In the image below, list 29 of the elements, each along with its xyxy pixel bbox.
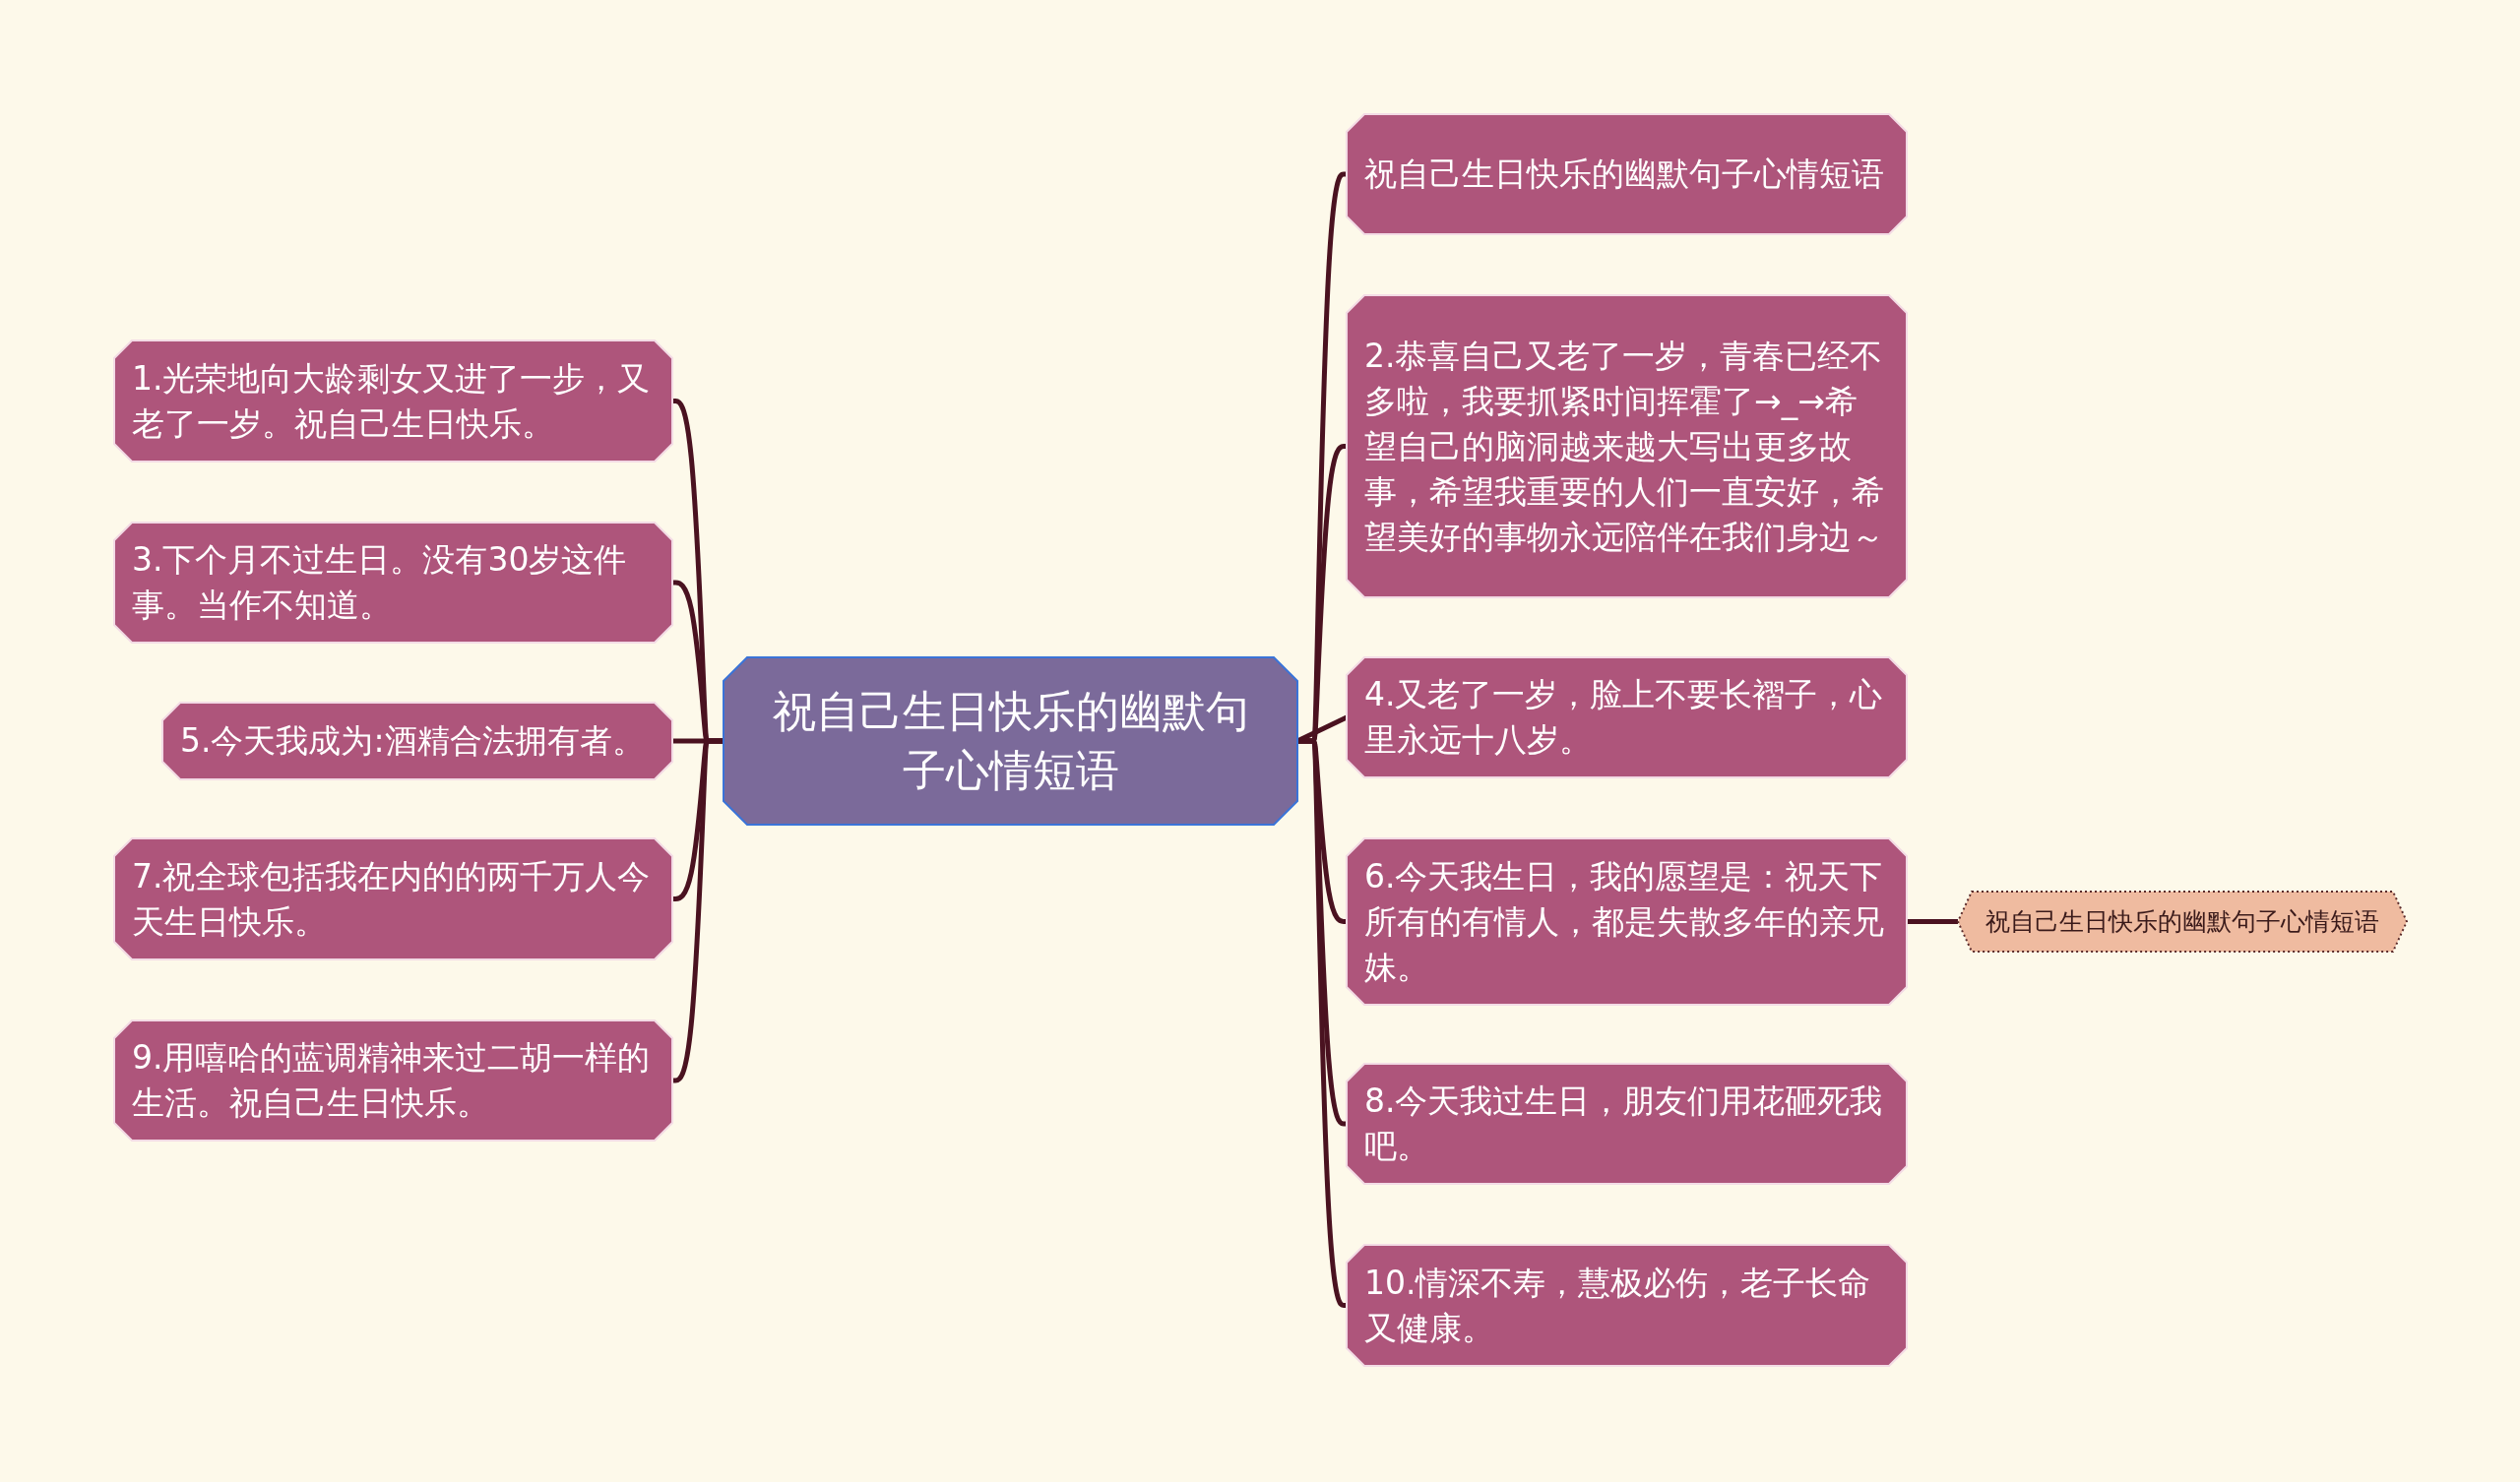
topic-box: [1958, 892, 2407, 952]
topic-text: 祝自己生日快乐的幽默句子心情短语: [1364, 154, 1885, 195]
central-topic-box: [724, 657, 1297, 825]
topic-box: [162, 703, 672, 779]
topic-text: 3.下个月不过生日。没有30岁这件事。当作不知道。: [132, 539, 628, 626]
topic-text: 8.今天我过生日，朋友们用花砸死我吧。: [1364, 1081, 1884, 1167]
topic-text: 7.祝全球包括我在内的的两千万人今天生日快乐。: [132, 855, 652, 943]
topic-text: 祝自己生日快乐的幽默句子心情短语: [1984, 905, 2380, 938]
branch-line: [1297, 738, 1348, 1308]
topic-box: [1347, 1064, 1907, 1184]
topic-text: 2.恭喜自己又老了一岁，青春已经不多啦，我要抓紧时间挥霍了→_→希望自己的脑洞越来越大写出更多故事，希望我重要的人们一直安好，希望美好的事物永远陪伴在我们身边～: [1364, 335, 1885, 558]
topic-box: [1347, 838, 1907, 1005]
topic-box: [1347, 657, 1907, 777]
topic-text: 10.情深不寿，慧极必伤，老子长命又健康。: [1364, 1262, 1872, 1349]
topic-text: 6.今天我生日，我的愿望是：祝天下所有的有情人，都是失散多年的亲兄妹。: [1364, 855, 1885, 988]
topic-text: 5.今天我成为:酒精合法拥有者。: [180, 720, 646, 762]
branch-line: [672, 738, 724, 1083]
central-topic-text: 祝自己生日快乐的幽默句子心情短语: [771, 685, 1250, 797]
branch-line: [1907, 919, 1958, 924]
topic-box: [1347, 1245, 1907, 1366]
topic-box: [114, 523, 672, 643]
topic-text: 9.用嘻哈的蓝调精神来过二胡一样的生活。祝自己生日快乐。: [132, 1037, 652, 1124]
topic-box: [1347, 295, 1907, 597]
topic-box: [1347, 114, 1907, 234]
topic-text: 1.光荣地向大龄剩女又进了一步，又老了一岁。祝自己生日快乐。: [132, 357, 652, 445]
topic-box: [114, 1020, 672, 1141]
topic-box: [114, 838, 672, 959]
topic-text: 4.又老了一岁，脸上不要长褶子，心里永远十八岁。: [1364, 674, 1884, 761]
topic-box: [114, 340, 672, 462]
